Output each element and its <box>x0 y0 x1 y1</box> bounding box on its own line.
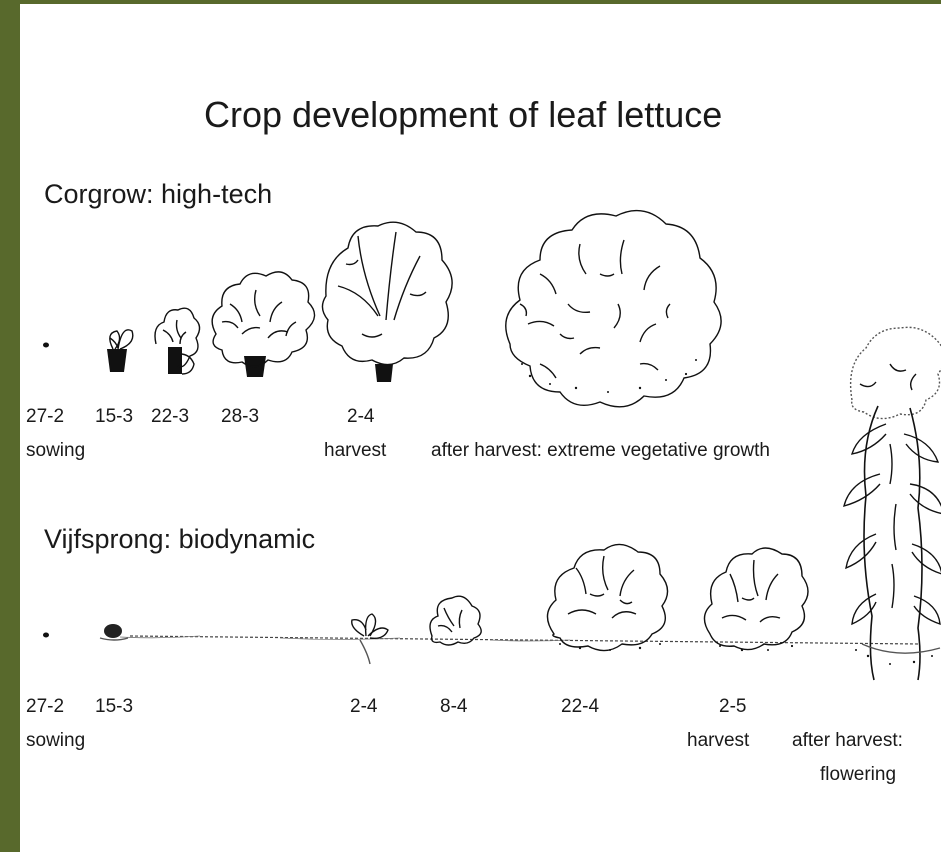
seedling-potted-15-3 <box>107 330 133 372</box>
lettuce-illustrations <box>20 4 941 852</box>
diagram-canvas: Crop development of leaf lettuce Corgrow… <box>20 4 941 852</box>
seed-dot <box>43 343 49 348</box>
plant-soil-22-4 <box>547 544 667 650</box>
plant-flowering <box>844 327 941 680</box>
plant-soil-8-4 <box>430 596 481 645</box>
seedling-soil-15-3 <box>100 624 128 640</box>
plant-soil-2-5 <box>704 548 808 650</box>
plant-potted-28-3 <box>212 272 314 377</box>
young-plant-potted-22-3 <box>155 308 200 374</box>
plant-potted-2-4 <box>322 222 452 382</box>
plant-overgrown <box>506 211 721 407</box>
soil-line <box>130 636 920 644</box>
seed-dot <box>43 633 49 638</box>
